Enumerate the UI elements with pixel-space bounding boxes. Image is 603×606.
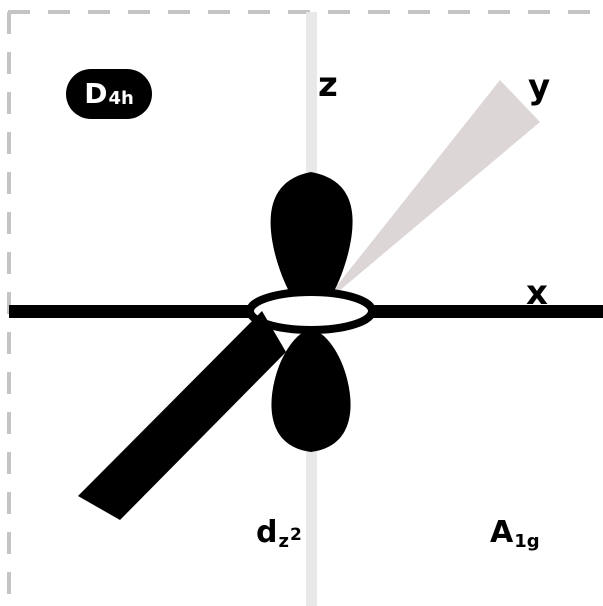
- x-axis-label: x: [526, 276, 548, 310]
- y-axis-label: y: [528, 70, 550, 104]
- orbital-label-main: d: [256, 515, 277, 550]
- z-axis-label: z: [318, 68, 338, 102]
- y-axis-front-wedge: [78, 311, 286, 520]
- point-group-main: D: [84, 80, 107, 108]
- symmetry-label-subscript: 1g: [514, 531, 539, 552]
- orbital-label-superscript: 2: [290, 525, 302, 545]
- y-axis-back-wedge: [320, 80, 540, 307]
- point-group-subscript: 4h: [108, 90, 133, 108]
- orbital-label: dz2: [256, 518, 302, 548]
- symmetry-label: A1g: [490, 518, 540, 548]
- orbital-label-subscript-text: z: [278, 531, 288, 552]
- orbital-label-subscript: z2: [278, 531, 301, 552]
- symmetry-label-main: A: [490, 515, 513, 550]
